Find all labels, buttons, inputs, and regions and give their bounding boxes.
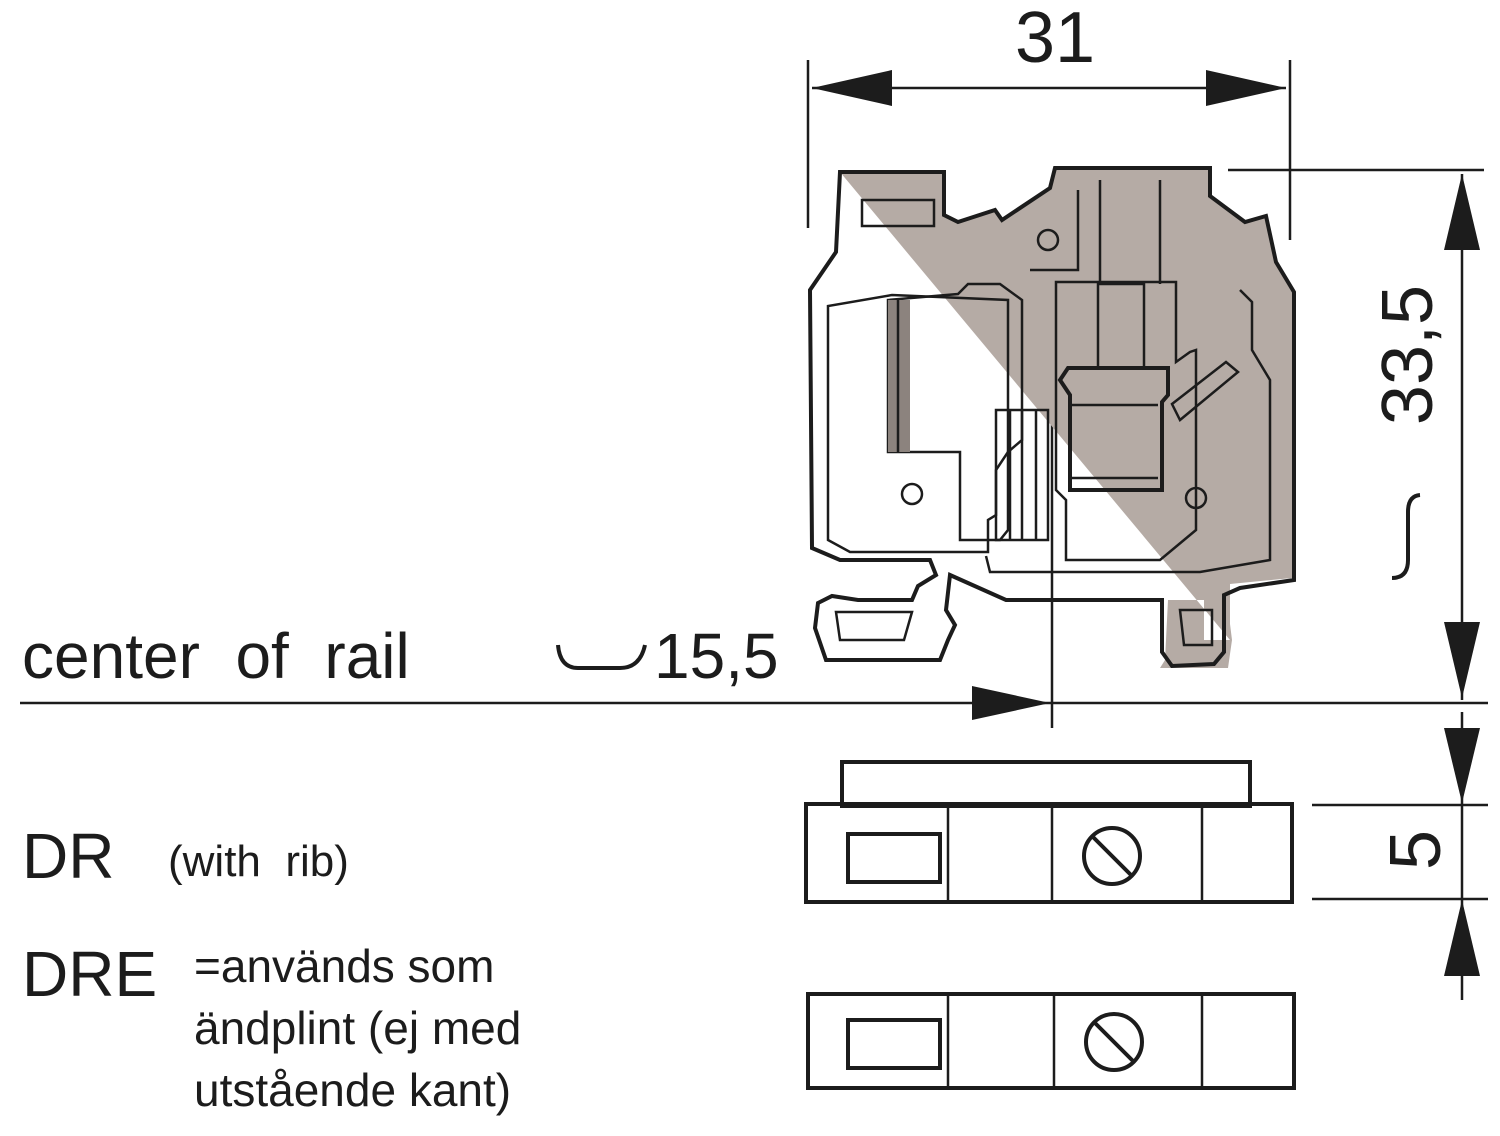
arrow-right-icon <box>1206 70 1286 106</box>
dre-top-view <box>806 992 1296 1090</box>
dre-note-line-1: =används som <box>194 940 494 992</box>
dr-note: (with rib) <box>168 837 349 886</box>
terminal-side-view <box>807 166 1296 669</box>
release-lever <box>1170 360 1240 422</box>
center-of-rail-label: center of rail <box>22 620 410 692</box>
width-dimension <box>806 60 1292 240</box>
arrow-up-icon <box>1444 174 1480 250</box>
dre-label: DRE <box>22 938 157 1010</box>
rail-center-value: 15,5 <box>654 620 779 692</box>
dre-note-line-3: utstående kant) <box>194 1064 511 1116</box>
rib-dimension <box>1312 712 1488 1000</box>
hole-icon <box>900 482 924 506</box>
dr-label: DR <box>22 820 114 892</box>
arrow-down-icon <box>1444 728 1480 803</box>
screw-icon <box>1082 826 1142 886</box>
height-value: 33,5 <box>1368 285 1448 425</box>
approx-tilde-rail-icon <box>556 644 647 670</box>
arrow-down-icon <box>1444 622 1480 698</box>
hole-icon <box>1036 228 1060 252</box>
approx-tilde-icon <box>1391 493 1421 580</box>
screw-icon <box>1084 1012 1144 1072</box>
arrow-up-icon <box>1444 900 1480 976</box>
arrow-left-icon <box>812 70 892 106</box>
width-value: 31 <box>1015 0 1095 78</box>
rib-value: 5 <box>1376 830 1456 870</box>
height-dimension <box>1228 168 1484 700</box>
hole-icon <box>1184 486 1208 510</box>
dre-note-line-2: ändplint (ej med <box>194 1002 521 1054</box>
dr-top-view <box>804 760 1294 904</box>
arrow-rail-center-icon <box>972 686 1050 720</box>
